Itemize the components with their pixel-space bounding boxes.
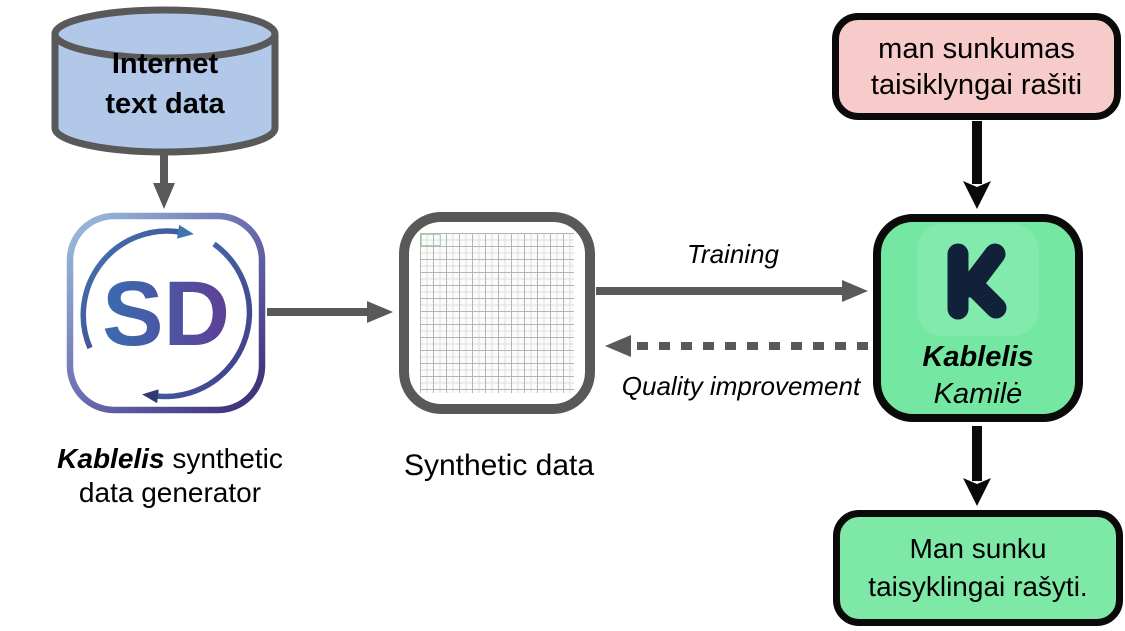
model-name: Kablelis <box>922 341 1034 373</box>
generator-label: Kablelis synthetic data generator <box>18 442 322 510</box>
cycle-arrow-bottom-icon <box>142 241 253 404</box>
model-subtitle: Kamilė <box>933 378 1023 410</box>
spreadsheet-grid <box>420 233 574 393</box>
cycle-arrow-top-icon <box>80 224 194 350</box>
generator-label-line2: data generator <box>78 477 262 508</box>
model-output-box: Man sunku taisyklingai rašyti. <box>833 510 1123 626</box>
sd-icon-text: SD <box>102 263 230 365</box>
user-input-line1: man sunkumas <box>878 32 1075 65</box>
quality-improvement-edge-label: Quality improvement <box>621 371 861 401</box>
grid-selected-cell <box>421 234 441 246</box>
internet-database-cylinder <box>51 6 279 156</box>
sd-icon-frame <box>66 212 266 414</box>
generator-label-line1: Kablelis synthetic <box>18 442 322 476</box>
training-edge-label: Training <box>686 239 779 269</box>
internet-data-line2: text data <box>105 88 225 120</box>
user-input-box: man sunkumas taisiklyngai rašiti <box>832 13 1121 120</box>
synthetic-data-label: Synthetic data <box>403 449 595 482</box>
user-input-line2: taisiklyngai rašiti <box>870 68 1083 101</box>
sd-generator-icon: SD <box>66 212 266 414</box>
generator-label-bold: Kablelis <box>57 443 165 474</box>
kablelis-model-box: Kablelis Kamilė <box>873 214 1083 422</box>
generator-label-rest: synthetic <box>164 443 283 474</box>
model-output-line2: taisyklingai rašyti. <box>868 571 1088 602</box>
model-output-line1: Man sunku <box>909 533 1047 564</box>
internet-data-label: Internet text data <box>45 44 285 124</box>
kablelis-k-logo-icon <box>947 243 1007 320</box>
internet-data-line1: Internet <box>111 48 219 80</box>
synthetic-data-grid-box <box>399 212 595 414</box>
